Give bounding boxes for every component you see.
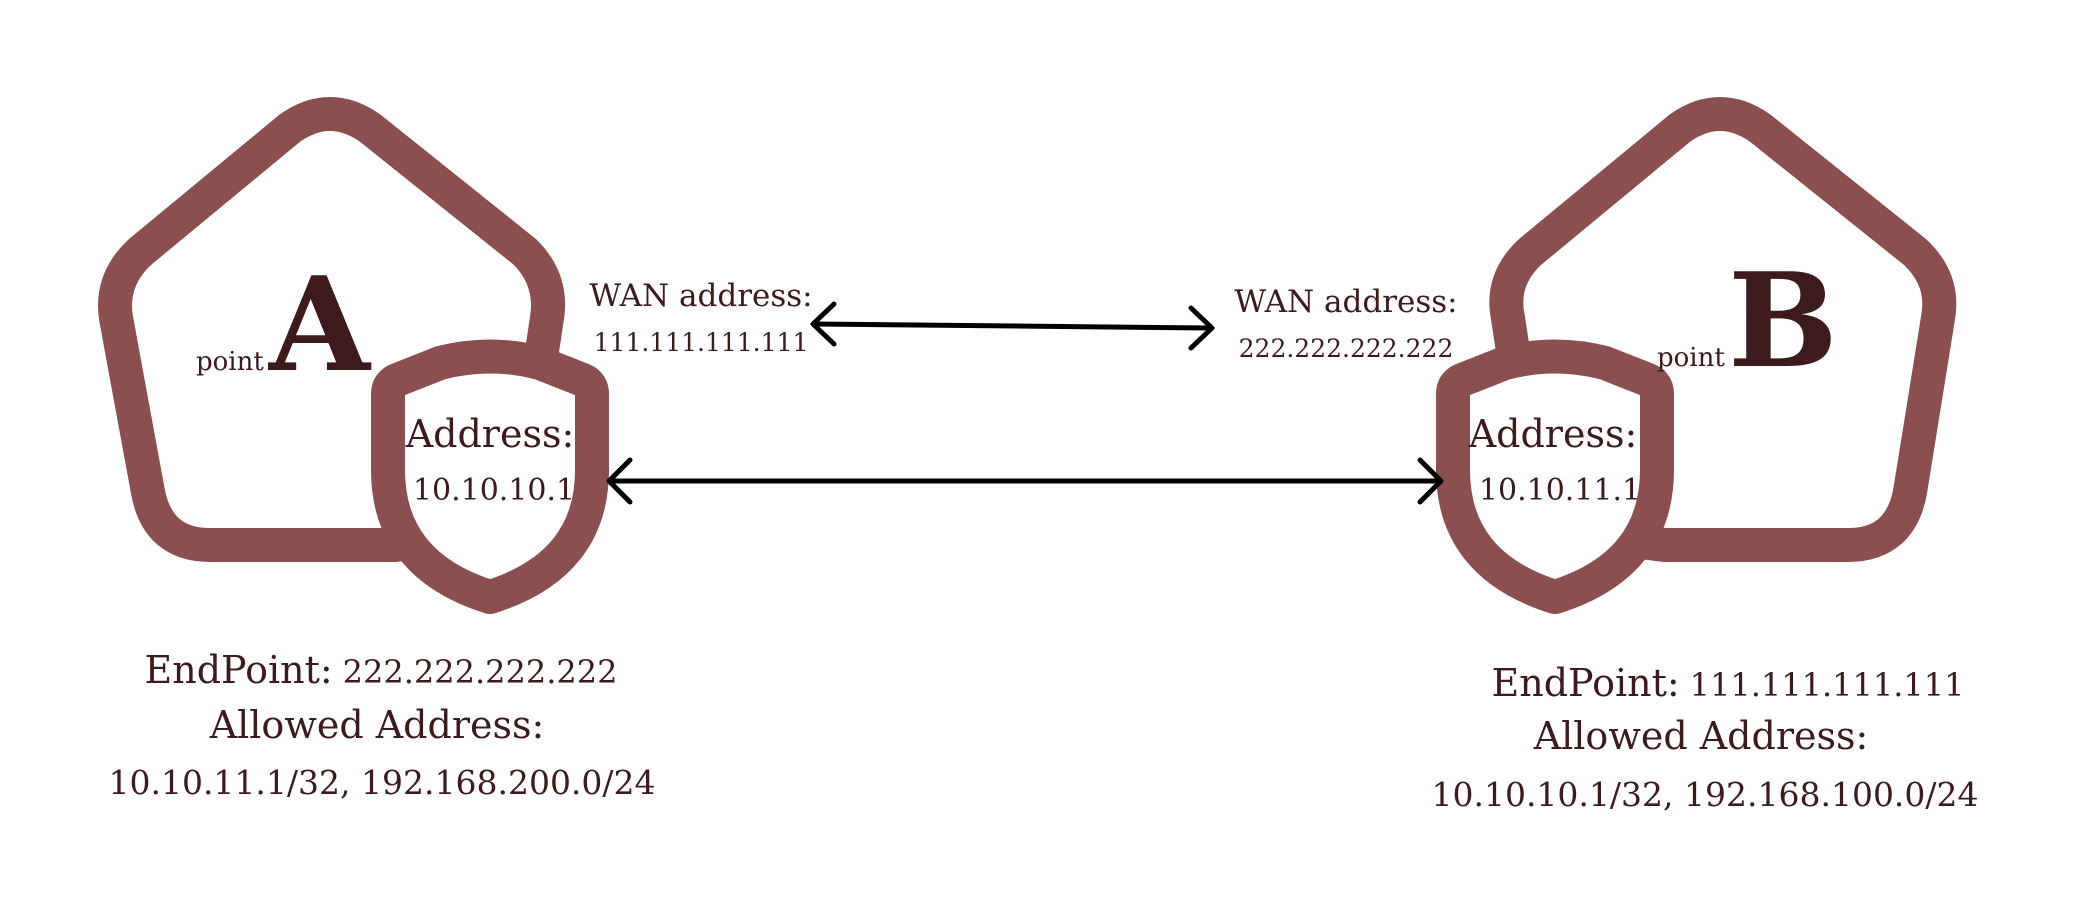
point-a-endpoint-line: EndPoint: 222.222.222.222 [145,648,618,692]
tunnel-link-arrow [606,457,1444,505]
point-a-letter: A [267,248,372,401]
shield-icon [1436,339,1674,614]
point-a-address-label: Address: [405,412,575,456]
point-a-wan-label: WAN address: [589,278,812,314]
point-a-endpoint-label: EndPoint: [145,648,333,692]
point-a-prefix: point [196,347,264,377]
point-a-info: EndPoint: 222.222.222.222 Allowed Address… [108,648,655,802]
point-b-endpoint-line: EndPoint: 111.111.111.111 [1492,661,1965,705]
point-b-endpoint-value: 111.111.111.111 [1690,666,1965,704]
point-b-info: EndPoint: 111.111.111.111 Allowed Address… [1431,661,1978,814]
point-a-allowed-value: 10.10.11.1/32, 192.168.200.0/24 [108,763,655,802]
wan-link-arrow [810,301,1215,351]
point-b-node: point B Address: 10.10.11.1 [1436,97,1957,614]
point-b-letter: B [1728,244,1838,397]
point-a-address-value: 10.10.10.1 [413,473,575,508]
point-b-prefix: point [1657,343,1725,373]
pentagon-icon [1489,97,1957,562]
shield-icon [371,339,609,614]
point-b-wan-value: 222.222.222.222 [1239,334,1454,363]
point-b-address-label: Address: [1468,412,1638,456]
point-b-address-value: 10.10.11.1 [1479,473,1641,508]
point-b-allowed-label: Allowed Address: [1533,714,1869,758]
point-a-endpoint-value: 222.222.222.222 [343,653,618,691]
point-a-node: point A Address: 10.10.10.1 [98,97,609,614]
point-a-allowed-label: Allowed Address: [209,703,545,747]
point-a-wan-value: 111.111.111.111 [594,328,809,357]
point-b-wan: WAN address: 222.222.222.222 [1234,284,1457,363]
point-b-endpoint-label: EndPoint: [1492,661,1680,705]
point-a-wan: WAN address: 111.111.111.111 [589,278,812,357]
point-b-allowed-value: 10.10.10.1/32, 192.168.100.0/24 [1431,775,1978,814]
point-b-wan-label: WAN address: [1234,284,1457,320]
